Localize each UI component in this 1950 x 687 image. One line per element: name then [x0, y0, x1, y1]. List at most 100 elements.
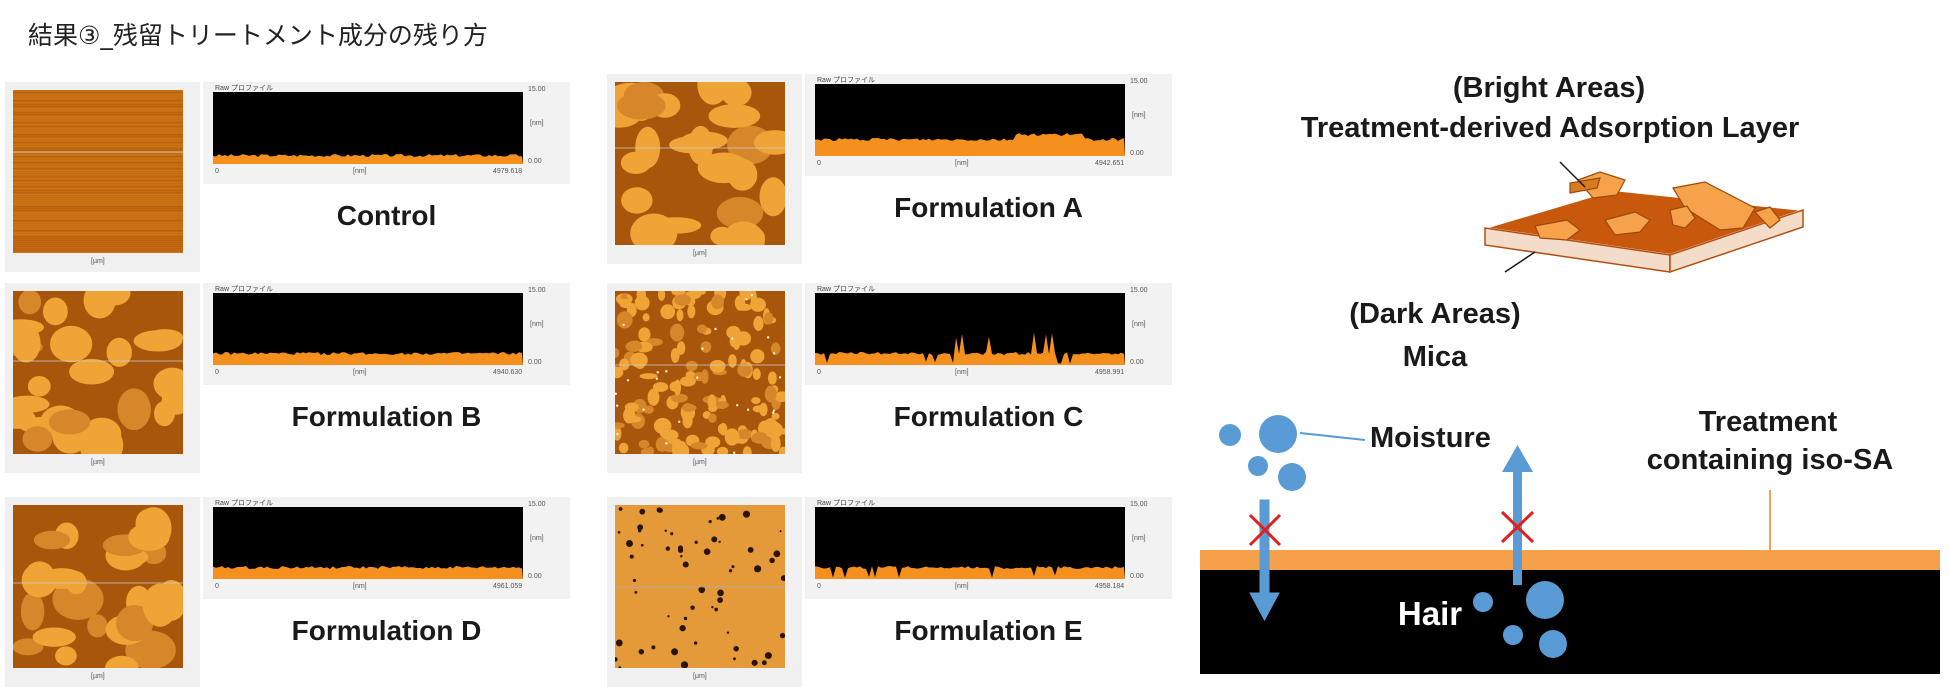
y-min-tick: 0.00: [528, 158, 542, 165]
afm-x-axis: [µm]: [13, 670, 183, 686]
profile-header: Raw プロファイル: [817, 77, 875, 84]
x-end-tick: 4958.184: [1095, 583, 1125, 590]
afm-x-axis: [µm]: [13, 255, 183, 271]
afm-panel: [µm] Raw プロファイル 15.00 [nm] 0.00 0 [nm] 4…: [607, 283, 1172, 473]
x-end-tick: 4940.630: [493, 369, 523, 376]
profile-header: Raw プロファイル: [817, 500, 875, 507]
bright-leader-line: [1559, 161, 1586, 188]
y-unit-label: [nm]: [530, 120, 544, 127]
height-profile-plot: [213, 293, 523, 365]
y-unit-label: [nm]: [1132, 535, 1146, 542]
height-profile-frame: Raw プロファイル 15.00 [nm] 0.00 0 [nm] 4958.1…: [805, 497, 1172, 599]
height-profile-plot: [213, 92, 523, 164]
adsorption-islands: [1534, 171, 1781, 241]
mica-block-illustration: [1200, 161, 1940, 674]
y-unit-label: [nm]: [1132, 321, 1146, 328]
x-unit-label: [nm]: [955, 369, 969, 376]
x-end-tick: 4961.059: [493, 583, 523, 590]
treatment-label-line2: containing iso-SA: [1646, 444, 1894, 476]
treatment-band: [1200, 550, 1940, 570]
y-min-tick: 0.00: [528, 573, 542, 580]
moisture-leader-line: [1299, 432, 1366, 441]
afm-image-frame: [µm]: [5, 82, 200, 272]
afm-topography-image: [615, 82, 785, 245]
height-profile-frame: Raw プロファイル 15.00 [nm] 0.00 0 [nm] 4958.9…: [805, 283, 1172, 385]
profile-header: Raw プロファイル: [817, 286, 875, 293]
x-end-tick: 4979.618: [493, 168, 523, 175]
height-profile-frame: Raw プロファイル 15.00 [nm] 0.00 0 [nm] 4961.0…: [203, 497, 570, 599]
profile-header: Raw プロファイル: [215, 85, 273, 92]
height-profile-plot: [815, 293, 1125, 365]
height-profile-plot: [815, 507, 1125, 579]
afm-unit-label: [µm]: [693, 250, 707, 257]
afm-panel: [µm] Raw プロファイル 15.00 [nm] 0.00 0 [nm] 4…: [607, 74, 1172, 264]
y-unit-label: [nm]: [530, 535, 544, 542]
x-start-tick: 0: [215, 168, 219, 175]
y-unit-label: [nm]: [1132, 112, 1146, 119]
afm-unit-label: [µm]: [693, 673, 707, 680]
afm-topography-image: [13, 90, 183, 253]
cross-mark-left: [1248, 513, 1282, 547]
x-unit-label: [nm]: [353, 369, 367, 376]
x-start-tick: 0: [215, 583, 219, 590]
afm-image-frame: [µm]: [607, 283, 802, 473]
profile-header: Raw プロファイル: [215, 286, 273, 293]
formulation-label: Formulation A: [894, 192, 1083, 223]
x-end-tick: 4958.991: [1095, 369, 1125, 376]
afm-topography-image: [13, 505, 183, 668]
y-min-tick: 0.00: [1130, 573, 1144, 580]
adsorption-layer-label: Treatment-derived Adsorption Layer: [1300, 112, 1800, 144]
height-profile-frame: Raw プロファイル 15.00 [nm] 0.00 0 [nm] 4940.6…: [203, 283, 570, 385]
formulation-label: Control: [336, 200, 437, 231]
x-unit-label: [nm]: [353, 583, 367, 590]
afm-x-axis: [µm]: [615, 247, 785, 263]
formulation-label: Formulation D: [291, 615, 482, 646]
afm-x-axis: [µm]: [615, 670, 785, 686]
x-end-tick: 4942.651: [1095, 160, 1125, 167]
y-max-tick: 15.00: [528, 501, 546, 508]
afm-image-frame: [µm]: [5, 283, 200, 473]
moisture-droplets-top: [1219, 415, 1306, 491]
x-start-tick: 0: [215, 369, 219, 376]
y-unit-label: [nm]: [530, 321, 544, 328]
x-start-tick: 0: [817, 160, 821, 167]
afm-unit-label: [µm]: [91, 673, 105, 680]
moisture-droplets-hair: [1473, 581, 1567, 658]
bright-areas-label: (Bright Areas): [1452, 72, 1646, 104]
hair-label: Hair: [1397, 595, 1463, 632]
x-start-tick: 0: [817, 583, 821, 590]
treatment-label-line1: Treatment: [1698, 406, 1838, 438]
adsorption-diagram: (Bright Areas) Treatment-derived Adsorpt…: [1195, 60, 1950, 678]
y-max-tick: 15.00: [528, 86, 546, 93]
afm-image-frame: [µm]: [607, 74, 802, 264]
formulation-label: Formulation C: [893, 401, 1084, 432]
y-max-tick: 15.00: [1130, 287, 1148, 294]
page-title: 結果③_残留トリートメント成分の残り方: [28, 21, 488, 50]
y-min-tick: 0.00: [1130, 359, 1144, 366]
dark-leader-line: [1504, 251, 1536, 273]
blocked-down-arrow: [1249, 499, 1280, 622]
y-max-tick: 15.00: [1130, 78, 1148, 85]
afm-panel: [µm] Raw プロファイル 15.00 [nm] 0.00 0 [nm] 4…: [5, 283, 570, 473]
afm-panel: [µm] Raw プロファイル 15.00 [nm] 0.00 0 [nm] 4…: [607, 497, 1172, 687]
moisture-label: Moisture: [1370, 422, 1491, 454]
height-profile-frame: Raw プロファイル 15.00 [nm] 0.00 0 [nm] 4979.6…: [203, 82, 570, 184]
afm-unit-label: [µm]: [91, 258, 105, 265]
afm-x-axis: [µm]: [13, 456, 183, 472]
hair-block: [1200, 570, 1940, 674]
x-unit-label: [nm]: [955, 583, 969, 590]
afm-x-axis: [µm]: [615, 456, 785, 472]
afm-unit-label: [µm]: [91, 459, 105, 466]
x-start-tick: 0: [817, 369, 821, 376]
afm-image-frame: [µm]: [5, 497, 200, 687]
afm-topography-image: [615, 505, 785, 668]
x-unit-label: [nm]: [353, 168, 367, 175]
mica-label: Mica: [1402, 341, 1468, 373]
height-profile-frame: Raw プロファイル 15.00 [nm] 0.00 0 [nm] 4942.6…: [805, 74, 1172, 176]
formulation-label: Formulation E: [894, 615, 1083, 646]
afm-unit-label: [µm]: [693, 459, 707, 466]
x-unit-label: [nm]: [955, 160, 969, 167]
y-min-tick: 0.00: [528, 359, 542, 366]
y-max-tick: 15.00: [528, 287, 546, 294]
profile-header: Raw プロファイル: [215, 500, 273, 507]
